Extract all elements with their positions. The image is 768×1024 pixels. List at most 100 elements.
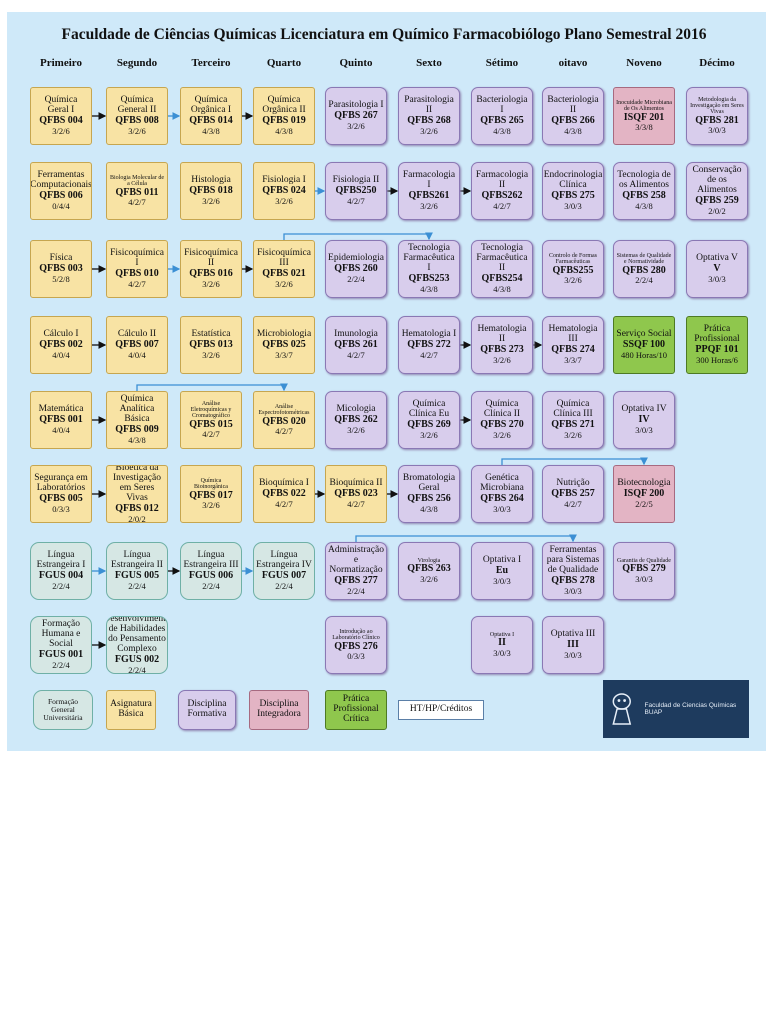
course-credits: 3/3/7 bbox=[275, 349, 293, 360]
course-name: Inocuidade Microbiana de Os Alimentos bbox=[616, 99, 672, 113]
course-credits: 2/2/4 bbox=[52, 580, 70, 591]
course-name: Cálculo II bbox=[117, 329, 157, 340]
flask-icon bbox=[612, 693, 632, 725]
course-fgus-002[interactable]: Desenvolvimento de Habilidades do Pensam… bbox=[106, 616, 168, 674]
course-code: QFBS 013 bbox=[189, 339, 233, 351]
course-credits: 2/2/4 bbox=[128, 580, 146, 591]
course-code: QFBS 264 bbox=[480, 493, 524, 505]
course-name: Introdução ao Laboratório Clínico bbox=[332, 628, 380, 642]
course-name: Desenvolvimento de Habilidades do Pensam… bbox=[106, 616, 168, 655]
course-credits: 4/2/7 bbox=[128, 197, 146, 208]
legend-label: Asignatura Básica bbox=[110, 699, 152, 719]
course-code: QFBS 012 bbox=[115, 503, 159, 515]
course-code: QFBS 276 bbox=[334, 640, 378, 652]
course-credits: 300 Horas/6 bbox=[696, 354, 738, 365]
semester-header-oitavo: oitavo bbox=[558, 57, 588, 69]
course-code: QFBS 017 bbox=[189, 489, 233, 501]
course-code: QFBS 003 bbox=[39, 263, 83, 275]
course-name: Hematologia III bbox=[548, 324, 598, 345]
course-code: QFBS 001 bbox=[39, 414, 83, 426]
legend-label: HT/HP/Créditos bbox=[409, 704, 473, 715]
course-credits: 3/2/6 bbox=[420, 200, 438, 211]
course-name: Bromatologia Geral bbox=[402, 473, 456, 494]
course-code: QFBS 268 bbox=[407, 115, 451, 127]
course-name: Endocrinologia Clínica bbox=[543, 170, 603, 191]
course-code: QFBS 021 bbox=[262, 268, 306, 280]
course-qfbs-281[interactable]: Metodologia da Investigação em Seres Viv… bbox=[686, 87, 748, 145]
course-credits: 3/2/6 bbox=[420, 573, 438, 584]
course-name: Microbiologia bbox=[256, 329, 312, 340]
